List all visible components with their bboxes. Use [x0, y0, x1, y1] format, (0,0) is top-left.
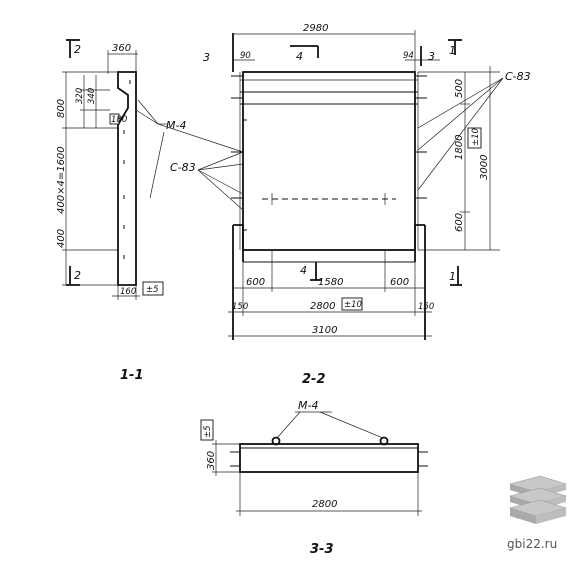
stacked-slabs-logo — [508, 475, 568, 524]
section-marker-4-bottom: 4 — [300, 262, 322, 281]
watermark-text: gbi22.ru — [507, 537, 557, 551]
view-3-3: M-4 360 ±5 2800 3-3 — [200, 399, 428, 557]
side-section-outline — [117, 71, 137, 286]
leader-m4-view3: M-4 — [276, 399, 384, 439]
dim-1580: 1580 — [318, 277, 343, 288]
dim-1800: 1800 — [454, 135, 465, 160]
panel-face — [242, 71, 416, 251]
dim-800: 800 — [56, 99, 67, 118]
section-marker-bottom-2: 2 — [66, 266, 81, 286]
dim-3100: 3100 — [312, 325, 337, 336]
dim-340: 340 — [87, 88, 97, 104]
dim-500: 500 — [454, 79, 465, 98]
section-marker-top-2: 2 — [66, 39, 81, 58]
drawing-label: 180 — [111, 115, 127, 125]
rebar-stubs — [231, 75, 427, 231]
dim-600-left: 600 — [246, 277, 265, 288]
drawing-label: M-4 — [298, 399, 318, 412]
section-marker-1-top: 1 — [448, 39, 462, 57]
drawing-label: ±5 — [146, 285, 159, 295]
drawing-label: 3 — [428, 50, 435, 63]
dim-600r: 600 — [454, 213, 465, 232]
drawing-label: M-4 — [166, 119, 186, 132]
leader-c83-left: C-83 — [170, 151, 244, 211]
dim-94: 94 — [403, 51, 414, 61]
dim-150-left: 150 — [232, 302, 248, 312]
view-1-1: 2 2 360 180 — [56, 39, 186, 383]
view-title-2-2: 2-2 — [302, 372, 326, 387]
leader-c83-right: C-83 — [417, 70, 531, 191]
drawing-label: 4 — [300, 264, 307, 277]
drawing-label: 1 — [449, 270, 456, 283]
tolerance-box-1 — [142, 281, 164, 296]
tolerance-box-horizontal — [341, 297, 363, 311]
drawing-label: C-83 — [505, 70, 531, 83]
drawing-label: C-83 — [170, 161, 196, 174]
drawing-label: 3 — [203, 51, 210, 64]
panel-top-view — [239, 443, 419, 473]
drawing-label: 1 — [449, 44, 456, 57]
drawing-label: ±5 — [203, 425, 213, 438]
dim-400x4: 400×4=1600 — [56, 146, 67, 214]
view-title-1-1: 1-1 — [120, 368, 144, 383]
leader-m4-view1: M-4 — [135, 99, 186, 199]
drawing-label: ±10 — [471, 128, 481, 146]
section-marker-4-top: 4 — [290, 45, 319, 63]
view-title-3-3: 3-3 — [310, 542, 334, 557]
dim-90: 90 — [240, 51, 251, 61]
dim-2800-v3: 2800 — [312, 499, 337, 510]
dim-400: 400 — [56, 229, 67, 248]
drawing-label: 2 — [74, 43, 81, 56]
tolerance-box-3 — [200, 419, 214, 441]
drawing-label: 4 — [296, 50, 303, 63]
dim-600-right: 600 — [390, 277, 409, 288]
drawing-label: ±10 — [344, 300, 362, 310]
dim-2980: 2980 — [303, 23, 328, 34]
dim-360-v3: 360 — [206, 451, 217, 470]
dim-160: 160 — [120, 287, 136, 297]
dim-320: 320 — [75, 88, 85, 104]
dim-150-right: 150 — [418, 302, 434, 312]
section-marker-3: 3 — [203, 33, 234, 72]
view-2-2: 3 4 1 2980 90 94 3 — [157, 23, 531, 387]
drawing-label: 2 — [74, 269, 81, 282]
dim-3000: 3000 — [479, 155, 490, 180]
section-marker-1-bottom: 1 — [449, 266, 462, 286]
dim-2800: 2800 — [310, 301, 335, 312]
tolerance-box-vertical — [467, 127, 482, 149]
dim-width-360: 360 — [112, 43, 131, 54]
